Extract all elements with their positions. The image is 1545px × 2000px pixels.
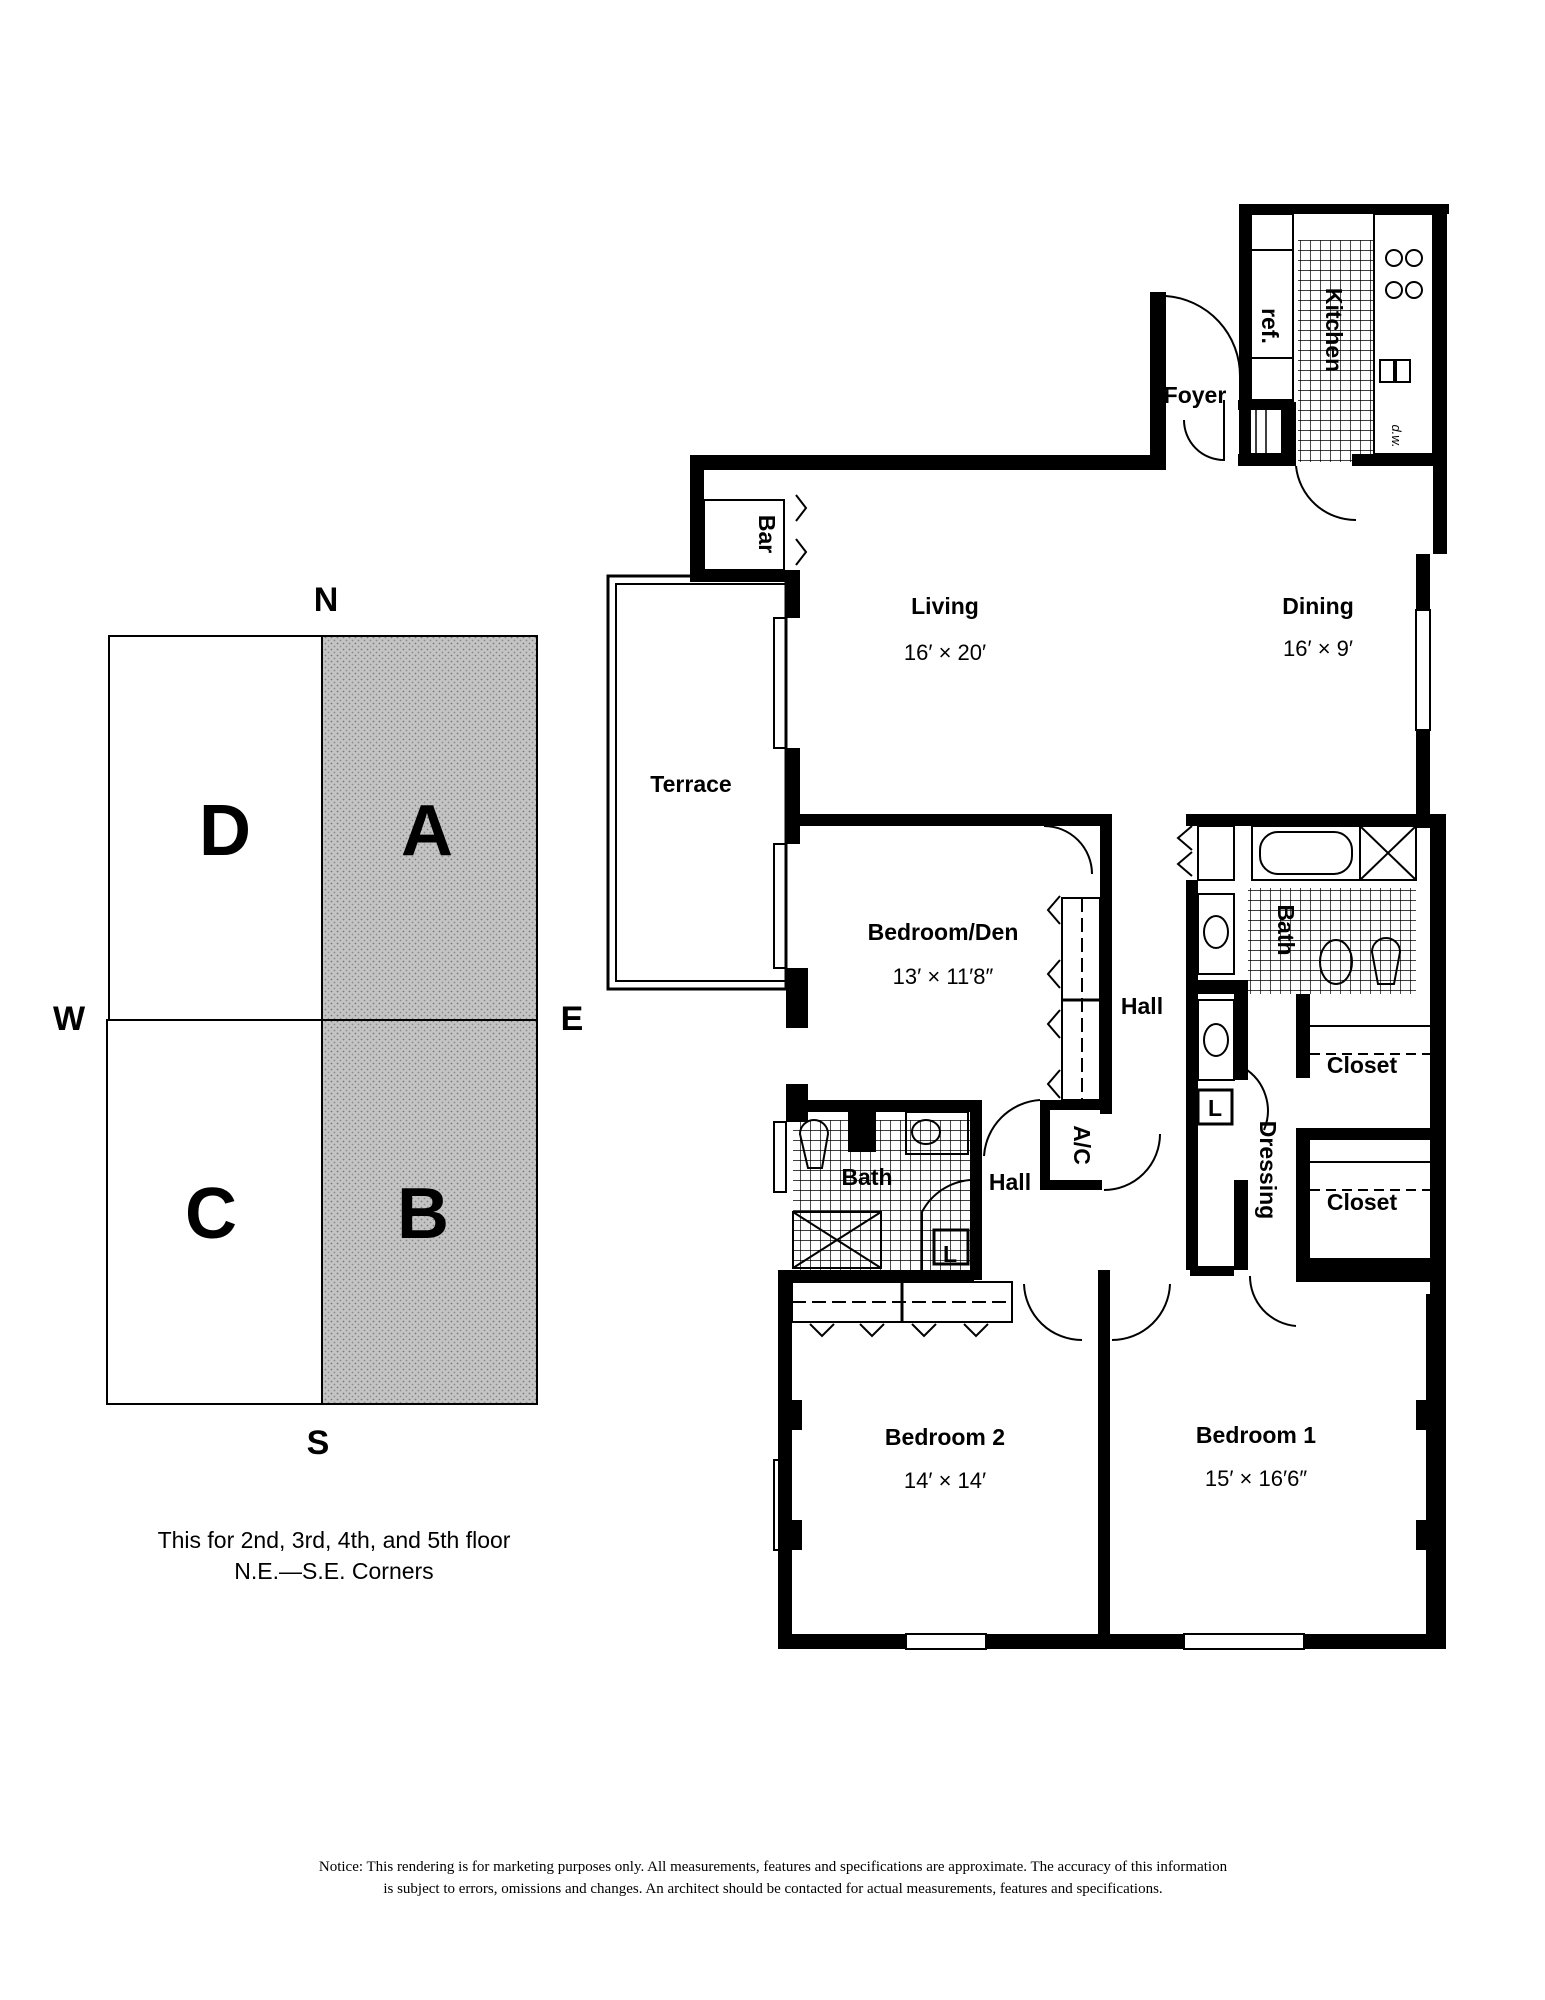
floor-plan: Living 16′ × 20′ Dining 16′ × 9′ Bedroom…	[606, 204, 1449, 1650]
master-bath-label: Bath	[1273, 904, 1299, 955]
bedroom1-dims: 15′ × 16′6″	[1205, 1466, 1307, 1491]
dressing-label: Dressing	[1255, 1121, 1281, 1219]
closet-upper-label: Closet	[1327, 1052, 1398, 1078]
toilet-icon	[1370, 937, 1402, 985]
unit-a-label: A	[401, 791, 453, 871]
unit-a-block	[321, 635, 538, 1021]
fixtures	[798, 213, 1434, 1266]
sink-icon	[1203, 1023, 1229, 1057]
door-swings	[795, 295, 1357, 1341]
notice-line2: is subject to errors, omissions and chan…	[383, 1881, 1162, 1897]
kitchen-label: Kitchen	[1321, 288, 1347, 372]
key-plan-caption-line2: N.E.—S.E. Corners	[234, 1558, 433, 1584]
unit-b-block	[321, 1019, 538, 1405]
toilet-icon	[798, 1119, 830, 1169]
sink-icon	[1379, 359, 1411, 383]
interior-walls	[703, 400, 1434, 1648]
bedroom-den-name: Bedroom/Den	[868, 919, 1019, 945]
compass-east: E	[561, 1000, 584, 1038]
laundry-label: L	[943, 1241, 957, 1267]
room-labels: Living 16′ × 20′ Dining 16′ × 9′ Bedroom…	[650, 288, 1404, 1493]
bedroom2-name: Bedroom 2	[885, 1424, 1005, 1450]
unit-d-block	[108, 635, 323, 1021]
unit-c-block	[106, 1019, 323, 1405]
living-room-name: Living	[911, 593, 979, 619]
notice-line1: Notice: This rendering is for marketing …	[319, 1859, 1228, 1875]
ac-label: A/C	[1069, 1125, 1095, 1165]
key-plan-caption-line1: This for 2nd, 3rd, 4th, and 5th floor	[158, 1527, 511, 1553]
hall-lower-label: Hall	[989, 1169, 1031, 1195]
laundry-label: L	[1208, 1095, 1222, 1121]
terrace-label: Terrace	[650, 771, 731, 797]
ref-label: ref.	[1257, 308, 1283, 344]
unit-d-label: D	[199, 791, 251, 871]
sink-icon	[911, 1119, 941, 1145]
unit-c-label: C	[185, 1174, 237, 1254]
dining-room-dims: 16′ × 9′	[1283, 636, 1353, 661]
closet-lower-label: Closet	[1327, 1189, 1398, 1215]
dishwasher-label: d.w.	[1389, 424, 1404, 447]
kitchen-tile-floor	[1298, 240, 1374, 462]
compass-north: N	[314, 581, 339, 619]
notice: Notice: This rendering is for marketing …	[319, 1859, 1228, 1897]
bar-label: Bar	[754, 515, 780, 553]
bedroom1-name: Bedroom 1	[1196, 1422, 1316, 1448]
bathtub-icon	[1251, 825, 1361, 881]
foyer-label: Foyer	[1164, 382, 1227, 408]
small-bath-label: Bath	[841, 1164, 892, 1190]
stove-icon	[1385, 249, 1423, 299]
windows	[773, 609, 1431, 1650]
living-room-dims: 16′ × 20′	[904, 640, 986, 665]
key-plan: N S E W D A C B This for 2nd, 3rd, 4th, …	[53, 581, 583, 1584]
bedroom2-dims: 14′ × 14′	[904, 1468, 986, 1493]
bedroom-den-dims: 13′ × 11′8″	[893, 964, 994, 989]
compass-west: W	[53, 1000, 86, 1038]
compass-south: S	[307, 1424, 330, 1462]
hall-upper-label: Hall	[1121, 993, 1163, 1019]
sink-icon	[1203, 915, 1229, 949]
dining-room-name: Dining	[1282, 593, 1354, 619]
unit-b-label: B	[397, 1174, 449, 1254]
bidet-icon	[1319, 939, 1353, 985]
